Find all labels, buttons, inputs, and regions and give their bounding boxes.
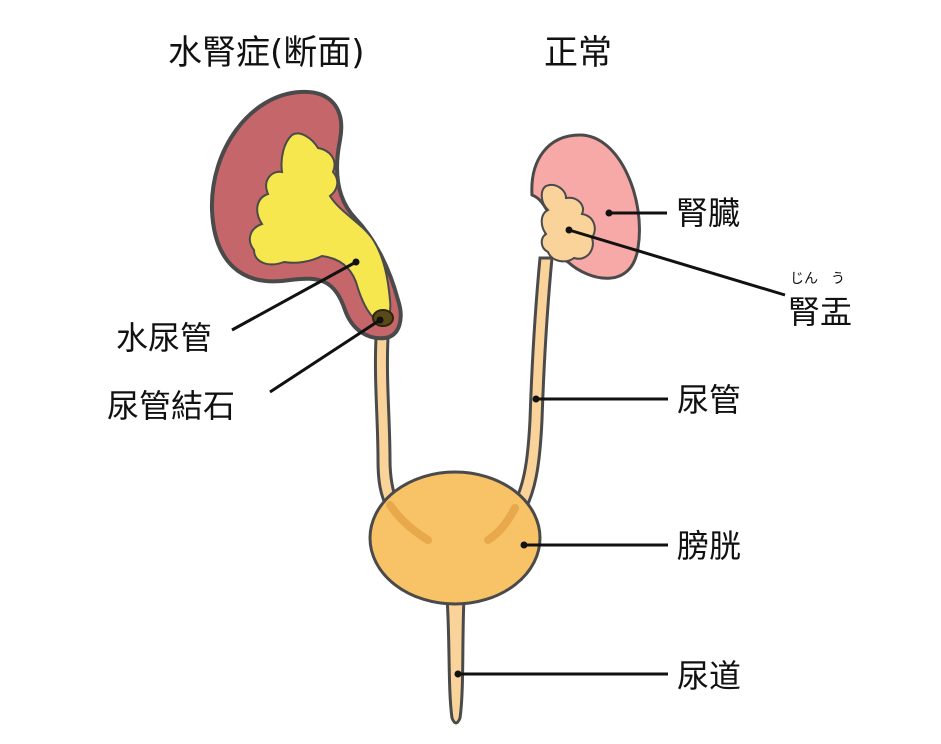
leader-hydroureter-dot <box>352 258 360 266</box>
leader-ureteral-stone-dot <box>376 316 384 324</box>
label-ureteral-stone: 尿管結石 <box>107 387 236 425</box>
urethra-shape <box>445 596 466 725</box>
leader-hydroureter <box>231 260 357 332</box>
leader-renal-pelvis <box>568 228 786 297</box>
ruby-jin: じん <box>790 271 818 287</box>
leader-kidney-dot <box>605 209 613 217</box>
left-ureter-inlet <box>386 501 432 544</box>
label-kidney: 腎臓 <box>676 194 741 232</box>
ruby-u: う <box>831 271 845 287</box>
label-hydroureter: 水尿管 <box>116 319 213 357</box>
bladder-shape <box>368 470 542 606</box>
normal-renal-pelvis-shape <box>540 184 596 263</box>
dilated-pelvis-shape <box>248 132 392 323</box>
leader-bladder-dot <box>520 541 528 549</box>
leader-renal-pelvis-dot <box>565 226 573 234</box>
label-renal-pelvis: 腎盂 <box>788 293 853 331</box>
label-bladder: 膀胱 <box>677 527 742 565</box>
right-ureter-shape <box>507 256 554 521</box>
leader-ureteral-stone <box>269 318 381 394</box>
leader-ureter-dot <box>532 395 540 403</box>
label-ureter: 尿管 <box>677 381 742 419</box>
leader-urethra-dot <box>454 670 462 678</box>
title-hydronephrosis: 水腎症(断面) <box>168 33 365 73</box>
title-normal: 正常 <box>544 33 612 73</box>
label-urethra: 尿道 <box>677 657 742 695</box>
left-ureter-shape <box>373 336 400 512</box>
right-ureter-inlet <box>484 504 519 544</box>
